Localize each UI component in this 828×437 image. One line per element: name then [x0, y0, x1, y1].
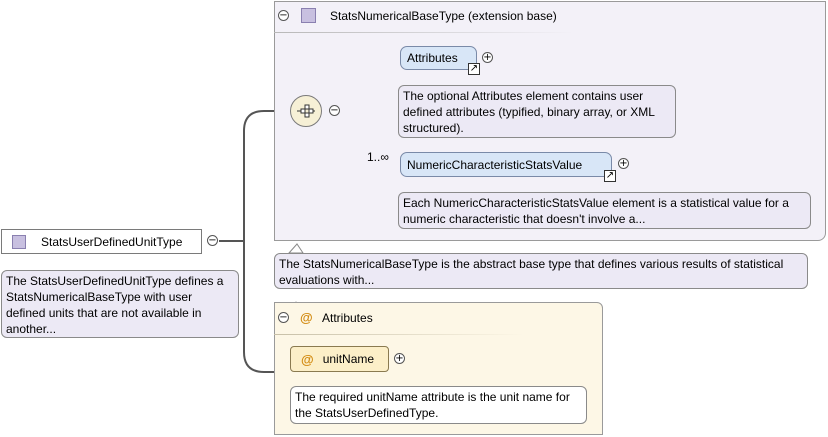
sequence-compositor-icon[interactable] [290, 95, 322, 127]
element-numeric-characteristic-stats-value[interactable]: NumericCharacteristicStatsValue [400, 152, 612, 177]
attribute-unitname-annotation: The required unitName attribute is the u… [290, 386, 587, 424]
element-attributes-label: Attributes [407, 51, 458, 65]
element-attributes-annotation: The optional Attributes element contains… [398, 85, 676, 138]
at-sign-icon: @ [301, 351, 314, 367]
extension-header-divider [274, 32, 574, 33]
element-attributes[interactable]: Attributes [400, 46, 477, 70]
minus-circle-icon[interactable]: − [278, 10, 289, 21]
root-element-name: StatsUserDefinedUnitType [41, 234, 183, 249]
complex-type-icon [12, 234, 26, 249]
root-element-box[interactable]: StatsUserDefinedUnitType [1, 229, 202, 254]
attribute-unitname[interactable]: @ unitName [290, 346, 389, 372]
plus-circle-icon[interactable]: + [482, 52, 493, 63]
attributes-header-divider [274, 334, 524, 335]
attribute-unitname-label: unitName [322, 352, 375, 366]
at-sign-icon: @ [300, 310, 313, 325]
minus-circle-icon[interactable]: − [329, 105, 340, 116]
element-numeric-characteristic-stats-value-annotation: Each NumericCharacteristicStatsValue ele… [398, 192, 811, 229]
root-element-annotation: The StatsUserDefinedUnitType defines a S… [1, 270, 239, 338]
plus-circle-icon[interactable]: + [618, 158, 629, 169]
extension-annotation: The StatsNumericalBaseType is the abstra… [274, 253, 808, 289]
complex-type-icon [301, 8, 316, 23]
cardinality-label: 1..∞ [367, 150, 389, 164]
shortcut-arrow-icon[interactable]: ↗ [604, 170, 616, 182]
minus-circle-icon[interactable]: − [278, 312, 289, 323]
attributes-group-title: Attributes [322, 311, 373, 325]
element-numeric-characteristic-stats-value-label: NumericCharacteristicStatsValue [407, 157, 583, 172]
shortcut-arrow-icon[interactable]: ↗ [468, 63, 480, 75]
minus-circle-icon[interactable]: − [207, 235, 218, 246]
extension-title: StatsNumericalBaseType (extension base) [330, 9, 557, 23]
plus-circle-icon[interactable]: + [394, 353, 405, 364]
